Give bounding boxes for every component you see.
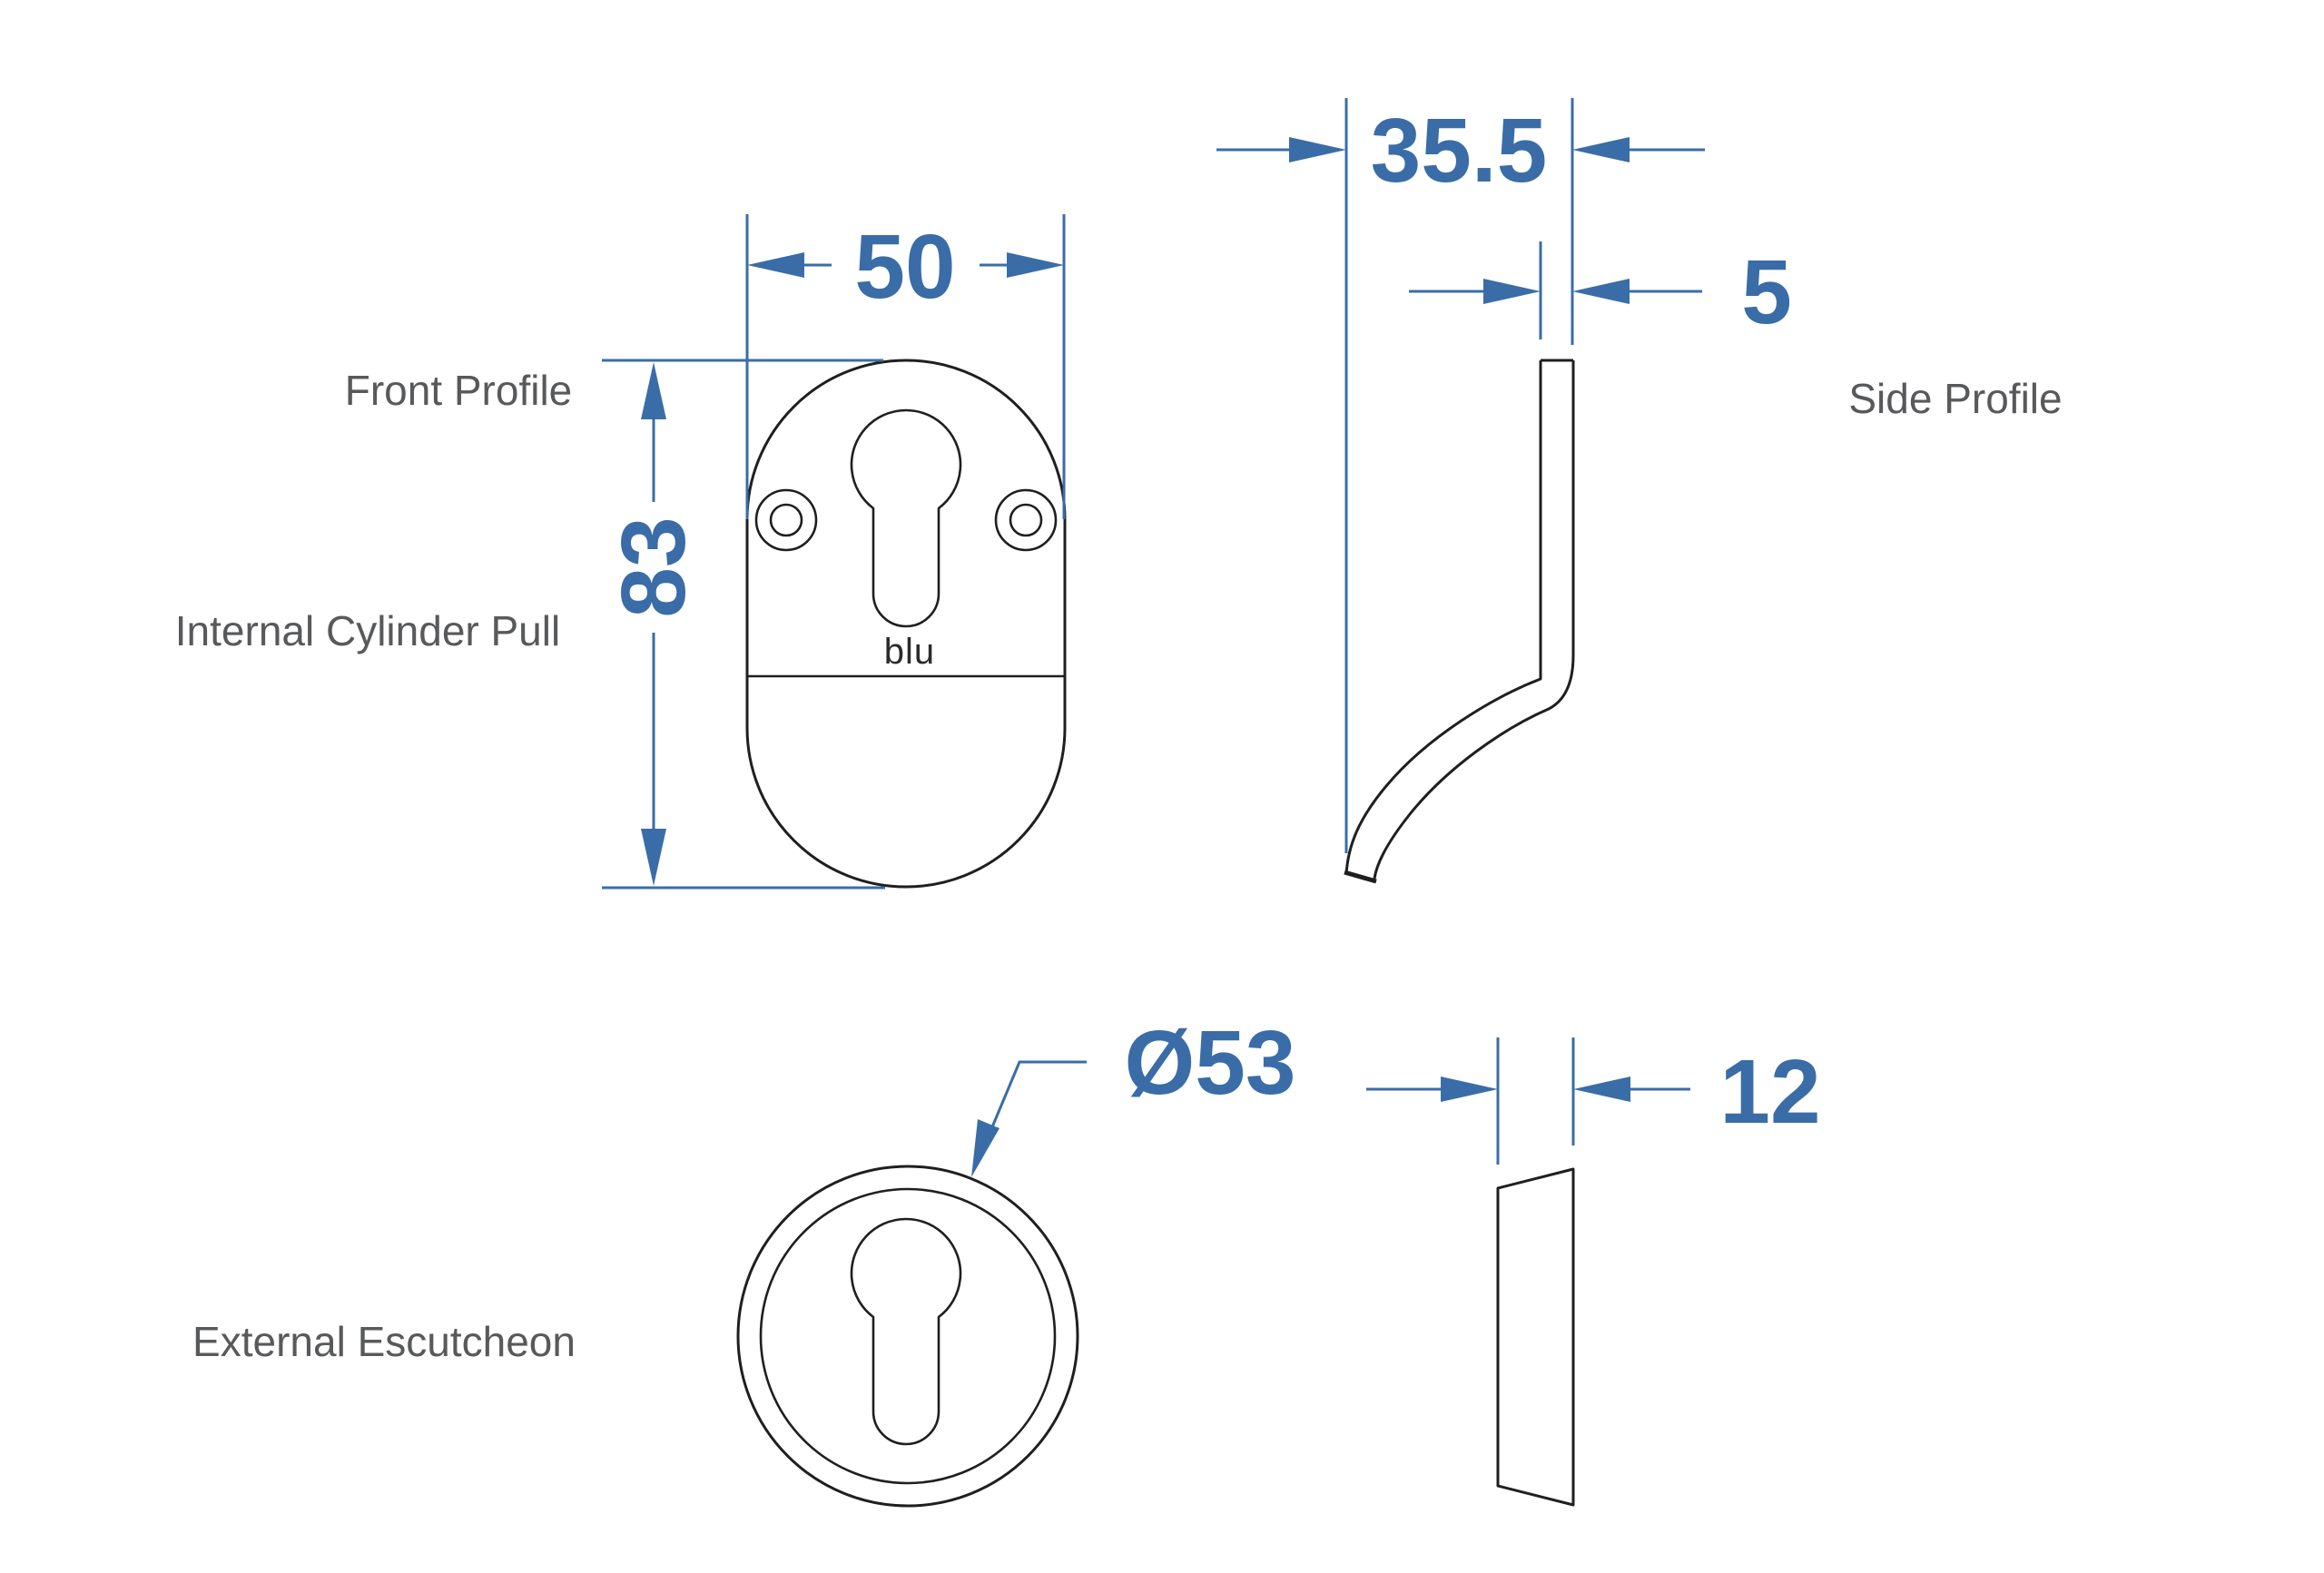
dimension-side-depth: 35.5 — [1216, 98, 1705, 853]
euro-keyhole-icon — [850, 408, 962, 628]
arrow-left-icon — [747, 252, 804, 278]
arrow-left-icon — [1572, 279, 1630, 304]
escutcheon-outer-circle — [736, 1165, 1079, 1508]
dimension-value: 50 — [854, 216, 955, 318]
dimension-value: Ø53 — [1124, 1012, 1295, 1114]
leader-arrow-icon — [971, 1119, 1000, 1177]
side-tip-cap — [1344, 870, 1377, 884]
dimension-value: 83 — [603, 516, 704, 617]
arrow-right-icon — [1007, 252, 1064, 278]
escutcheon-side-view — [1496, 1167, 1575, 1507]
escutcheon-inner-circle — [759, 1187, 1057, 1485]
dimension-value: 12 — [1719, 1041, 1820, 1143]
arrow-right-icon — [1441, 1077, 1498, 1102]
screw-hole-right-inner-icon — [1009, 503, 1043, 537]
dimension-pull-height: 83 — [602, 359, 885, 890]
side-profile-view — [1344, 359, 1575, 884]
arrow-down-icon — [641, 829, 666, 886]
screw-hole-right-outer-icon — [994, 488, 1058, 552]
dimension-value: 35.5 — [1371, 100, 1548, 202]
front-profile-label: Front Profile — [345, 367, 573, 414]
brand-logo: blu — [884, 632, 935, 672]
screw-hole-left-inner-icon — [769, 503, 803, 537]
euro-keyhole-icon — [850, 1217, 962, 1446]
escutcheon-front-view — [736, 1165, 1079, 1508]
side-profile-label: Side Profile — [1848, 375, 2062, 422]
arrow-right-icon — [1289, 137, 1346, 162]
leader-line — [985, 1060, 1087, 1141]
dimension-pull-width: 50 — [745, 214, 1066, 519]
dimension-escutcheon-diameter: Ø53 — [971, 1012, 1296, 1177]
internal-cylinder-pull-label: Internal Cylinder Pull — [175, 607, 560, 654]
front-profile-view: blu — [745, 359, 1067, 889]
dimension-plate-thickness: 5 — [1409, 241, 1792, 343]
dimension-escutcheon-depth: 12 — [1366, 1037, 1821, 1165]
escutcheon-side-outline — [1496, 1167, 1575, 1507]
arrow-left-icon — [1572, 137, 1630, 162]
side-inner-curve — [1373, 360, 1575, 880]
arrow-right-icon — [1483, 279, 1541, 304]
side-outer-curve — [1344, 360, 1542, 875]
dimension-value: 5 — [1741, 241, 1792, 343]
arrow-up-icon — [641, 362, 666, 419]
screw-hole-left-outer-icon — [754, 488, 818, 552]
arrow-left-icon — [1573, 1077, 1630, 1102]
pull-body-outline — [745, 359, 1067, 889]
external-escutcheon-label: External Escutcheon — [192, 1318, 576, 1365]
